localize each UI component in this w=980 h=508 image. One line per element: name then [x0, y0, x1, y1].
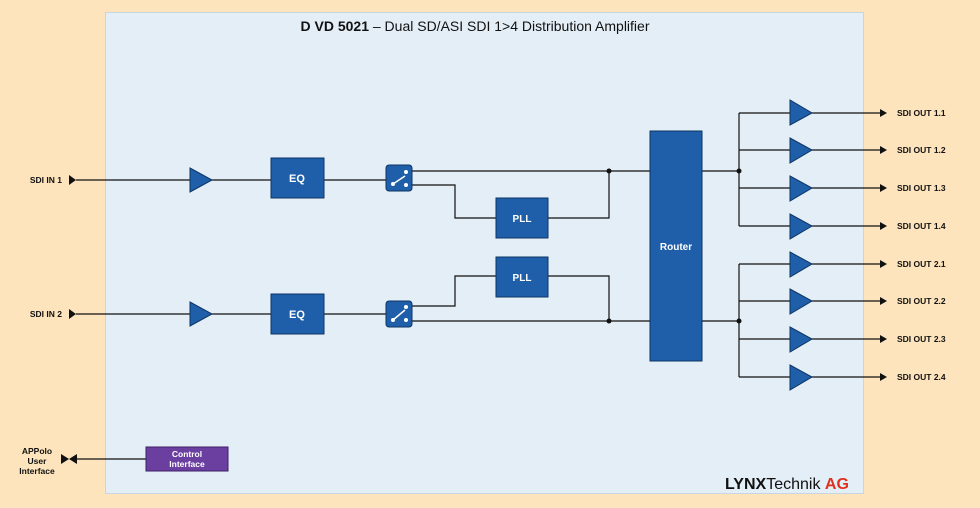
- logo-mid: Technik: [766, 476, 821, 493]
- output-amplifier: [789, 99, 814, 126]
- output-label: SDI OUT 1.4: [897, 221, 946, 231]
- eq-block-1: [270, 157, 325, 199]
- model-description: – Dual SD/ASI SDI 1>4 Distribution Ampli…: [372, 18, 650, 34]
- output-amplifier: [789, 251, 814, 278]
- junction-dot: [606, 318, 612, 324]
- switch-icon: [385, 164, 413, 192]
- output-label: SDI OUT 2.4: [897, 372, 946, 382]
- pll-label-1: PLL: [513, 214, 532, 225]
- eq-block-2: [270, 293, 325, 335]
- input-label-1: SDI IN 1: [30, 175, 62, 185]
- junction-dot: [736, 318, 742, 324]
- output-arrow-icon: [880, 335, 887, 343]
- input-amplifier-2: [189, 301, 214, 327]
- appolo-label-2: User: [28, 456, 48, 466]
- output-amplifier: [789, 288, 814, 315]
- output-amplifier: [789, 213, 814, 240]
- output-arrow-icon: [880, 146, 887, 154]
- output-label: SDI OUT 1.3: [897, 183, 946, 193]
- output-arrow-icon: [880, 184, 887, 192]
- control-interface-block: [145, 446, 229, 472]
- eq-label-2: EQ: [289, 309, 305, 321]
- lynx-logo: LYNXTechnik AG: [725, 476, 849, 494]
- output-amplifier: [789, 364, 814, 391]
- router-label: Router: [660, 242, 692, 253]
- output-label: SDI OUT 2.3: [897, 334, 946, 344]
- eq-label-1: EQ: [289, 173, 305, 185]
- logo-suffix: AG: [824, 476, 849, 493]
- appolo-label-3: Interface: [19, 466, 55, 476]
- diagram-title: D VD 5021 – Dual SD/ASI SDI 1>4 Distribu…: [0, 18, 950, 34]
- output-arrow-icon: [880, 373, 887, 381]
- bidirectional-arrow-icon: [69, 454, 77, 464]
- pll-label-2: PLL: [513, 273, 532, 284]
- control-label-1: Control: [172, 449, 202, 459]
- pll-block-1: [495, 197, 549, 239]
- bidirectional-arrow-icon: [61, 454, 69, 464]
- output-label: SDI OUT 1.2: [897, 145, 946, 155]
- output-amplifier: [789, 137, 814, 164]
- output-arrow-icon: [880, 297, 887, 305]
- junction-dot: [606, 168, 612, 174]
- output-label: SDI OUT 1.1: [897, 108, 946, 118]
- output-label: SDI OUT 2.1: [897, 259, 946, 269]
- input-arrow-icon: [69, 309, 76, 319]
- switch-icon: [385, 300, 413, 328]
- router-block: [649, 130, 703, 362]
- appolo-label-1: APPolo: [22, 446, 52, 456]
- control-label-2: Interface: [169, 459, 205, 469]
- output-amplifier: [789, 326, 814, 353]
- output-amplifier: [789, 175, 814, 202]
- output-arrow-icon: [880, 222, 887, 230]
- diagram-board: [105, 12, 864, 494]
- input-amplifier-1: [189, 167, 214, 193]
- input-label-2: SDI IN 2: [30, 309, 62, 319]
- junction-dot: [736, 168, 742, 174]
- output-arrow-icon: [880, 260, 887, 268]
- model-name: D VD 5021: [300, 18, 369, 34]
- input-arrow-icon: [69, 175, 76, 185]
- pll-block-2: [495, 256, 549, 298]
- output-label: SDI OUT 2.2: [897, 296, 946, 306]
- output-arrow-icon: [880, 109, 887, 117]
- logo-brand: LYNX: [725, 476, 767, 493]
